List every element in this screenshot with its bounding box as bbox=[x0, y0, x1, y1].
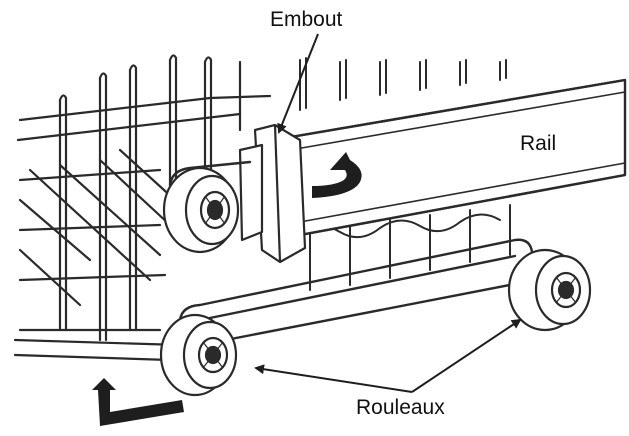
rail-label: Rail bbox=[520, 132, 557, 155]
embout-leader-line bbox=[277, 33, 319, 134]
lower-left-roller bbox=[159, 313, 238, 397]
pull-out-arrow-icon bbox=[92, 378, 184, 426]
lower-right-roller bbox=[507, 248, 592, 332]
rouleaux-leader-line-right bbox=[411, 318, 522, 393]
wire-rack bbox=[13, 54, 272, 362]
leader-lines bbox=[254, 33, 522, 393]
back-wire-grid bbox=[299, 57, 511, 291]
embout-end-cap bbox=[238, 123, 307, 264]
upper-roller bbox=[162, 166, 240, 254]
rotate-arrow-icon bbox=[312, 152, 362, 198]
lower-frame-bar bbox=[178, 238, 534, 347]
rouleaux-label: Rouleaux bbox=[356, 396, 445, 419]
rail bbox=[283, 78, 627, 237]
embout-label: Embout bbox=[270, 8, 343, 31]
rouleaux-leader-line-left bbox=[254, 364, 413, 393]
